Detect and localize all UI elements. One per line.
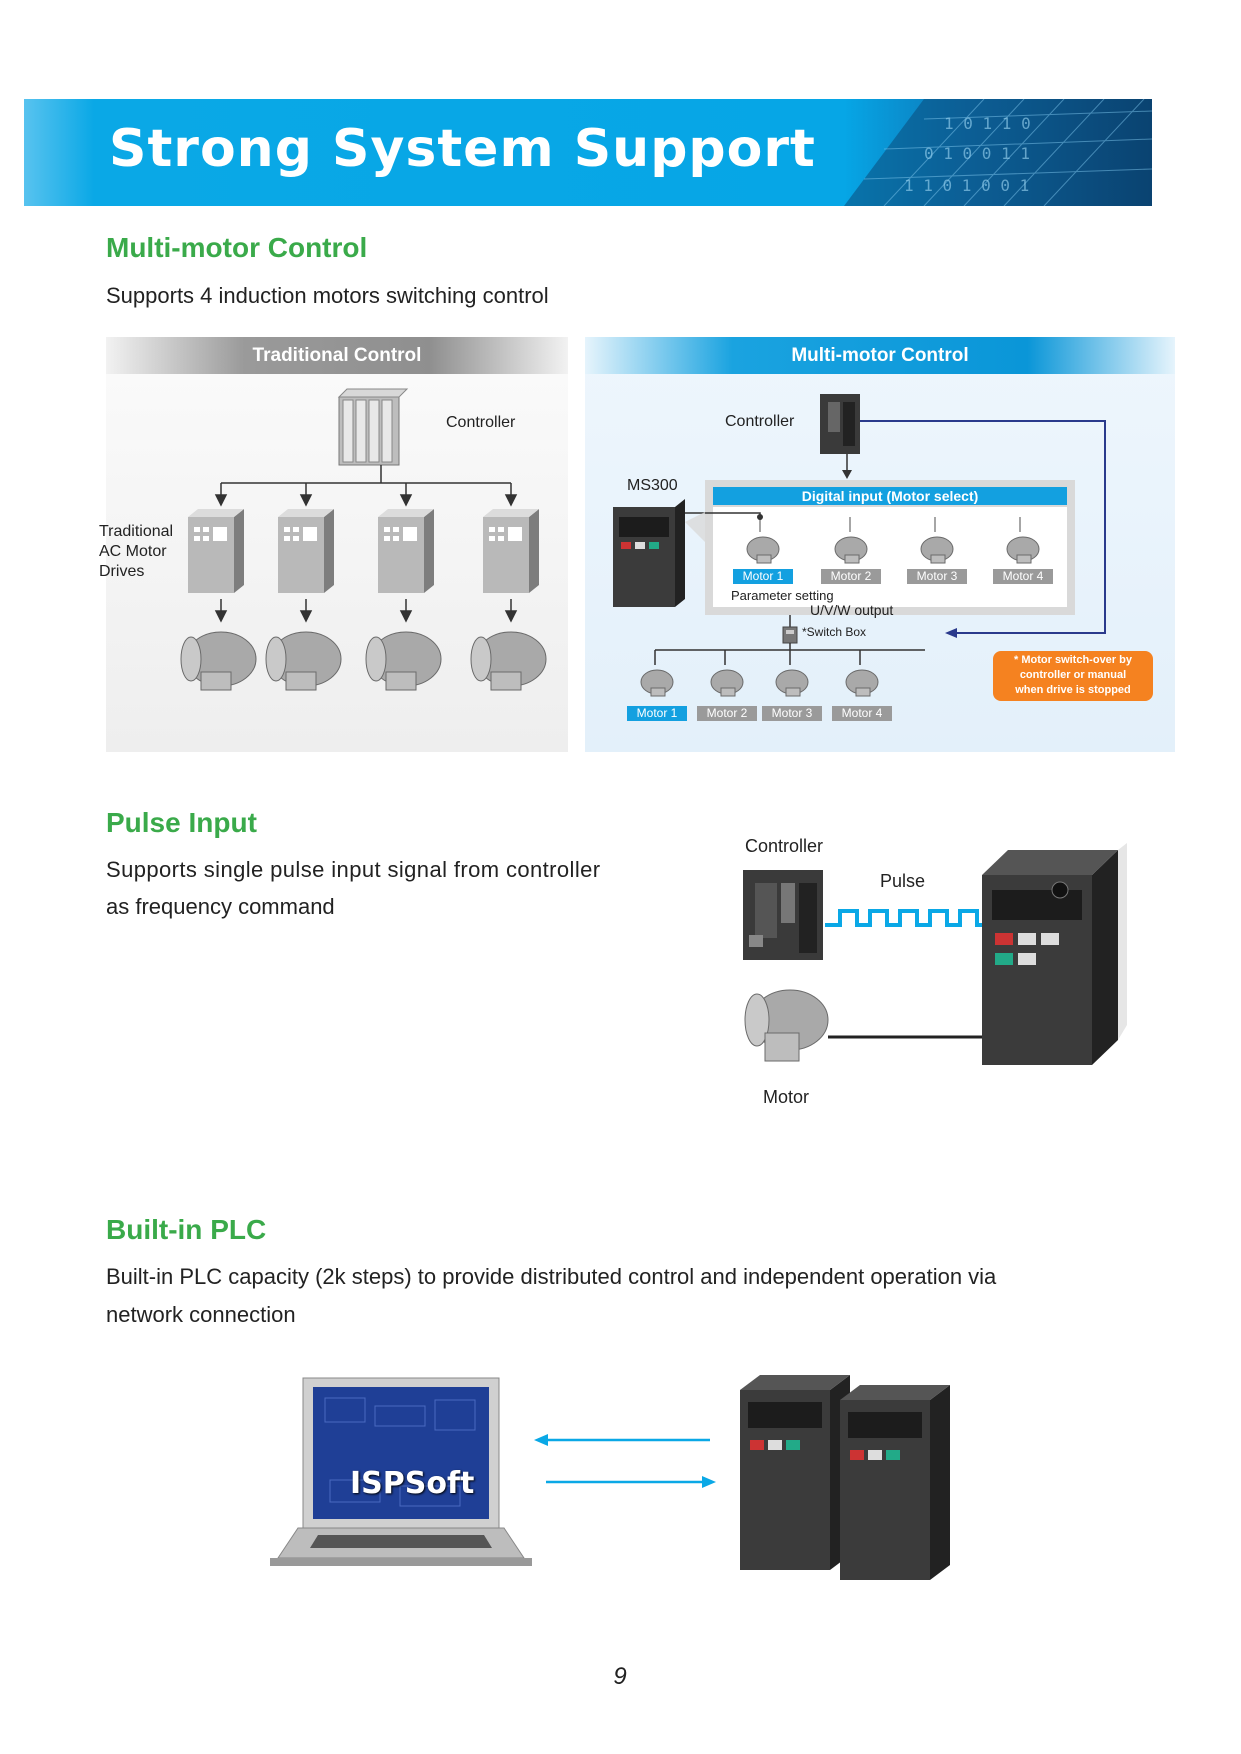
motor-icon	[746, 536, 780, 564]
motor-icon	[920, 536, 954, 564]
pulse-input-heading: Pulse Input	[106, 807, 257, 838]
inner-motor-4-tag: Motor 4	[993, 569, 1053, 584]
builtin-plc-description-2: network connection	[106, 1302, 296, 1327]
arrow-left-icon	[534, 1434, 548, 1446]
pulse-waveform	[825, 909, 990, 927]
builtin-plc-diagram	[270, 1375, 950, 1580]
ms300-drive-icon	[840, 1385, 950, 1580]
builtin-plc-description-1: Built-in PLC capacity (2k steps) to prov…	[106, 1264, 997, 1289]
motor-icon	[710, 669, 744, 697]
multi-motor-control-panel: Multi-motor Control	[585, 337, 1175, 752]
traditional-drives-label-2: AC Motor	[99, 543, 167, 560]
page-title: Strong System Support	[109, 119, 816, 179]
motor-icon	[845, 669, 879, 697]
inner-motor-2-tag: Motor 2	[821, 569, 881, 584]
ms300-drive-icon	[982, 843, 1127, 1065]
pulse-controller-label: Controller	[745, 836, 824, 856]
pulse-label: Pulse	[880, 871, 926, 891]
motor-icon	[744, 989, 829, 1062]
traditional-drives-label-1: Traditional	[99, 523, 174, 540]
plc-controller-icon	[820, 394, 860, 454]
inner-motor-3-tag: Motor 3	[907, 569, 967, 584]
ac-drive-icon	[278, 509, 334, 593]
multi-motor-diagram	[613, 394, 1106, 697]
motor-icon	[180, 631, 257, 691]
laptop-icon	[270, 1377, 532, 1566]
arrow-right-icon	[702, 1476, 716, 1488]
inner-motor-1-tag: Motor 1	[733, 569, 793, 584]
ac-drive-icon	[483, 509, 539, 593]
traditional-control-panel: Traditional Control	[106, 337, 568, 752]
motor-icon	[834, 536, 868, 564]
multi-motor-heading: Multi-motor Control	[106, 232, 368, 263]
ac-drive-icon	[378, 509, 434, 593]
ispsoft-logo-text: ISPSoft	[350, 1466, 475, 1501]
motor-icon	[775, 669, 809, 697]
motor-icon	[470, 631, 547, 691]
pulse-input-diagram	[743, 843, 1127, 1065]
page-number: 9	[613, 1663, 627, 1690]
traditional-drives-label-3: Drives	[99, 563, 145, 580]
ms300-drive-icon	[613, 499, 705, 607]
pulse-input-description-2: as frequency command	[106, 894, 335, 919]
multi-motor-control-title: Multi-motor Control	[585, 337, 1175, 374]
ms300-label: MS300	[627, 477, 678, 494]
motor-icon	[265, 631, 342, 691]
binary-pattern-decoration: 1 0 1 1 0 0 1 0 0 1 1 1 1 0 1 0 0 1	[844, 99, 1152, 206]
motor-icon	[640, 669, 674, 697]
outer-motor-2-tag: Motor 2	[697, 706, 757, 721]
motor-icon	[1006, 536, 1040, 564]
multi-motor-description: Supports 4 induction motors switching co…	[106, 283, 549, 308]
traditional-diagram	[180, 388, 547, 691]
motor-icon	[365, 631, 442, 691]
motor-label: Motor	[763, 1087, 810, 1107]
motor-switch-note: * Motor switch-over by controller or man…	[993, 651, 1153, 701]
svg-text:1 1 0 1 0 0 1: 1 1 0 1 0 0 1	[904, 176, 1029, 195]
pulse-input-description-1: Supports single pulse input signal from …	[106, 857, 601, 882]
ac-drive-icon	[188, 509, 244, 593]
outer-motor-4-tag: Motor 4	[832, 706, 892, 721]
svg-text:0 1 0 0 1 1: 0 1 0 0 1 1	[924, 144, 1030, 163]
parameter-setting-label: Parameter setting	[731, 588, 834, 603]
plc-controller-icon	[743, 870, 823, 960]
note-line-2: controller or manual	[1019, 669, 1127, 681]
outer-motor-3-tag: Motor 3	[762, 706, 822, 721]
digital-input-label: Digital input (Motor select)	[801, 488, 979, 504]
uvw-output-label: U/V/W output	[810, 602, 894, 618]
builtin-plc-heading: Built-in PLC	[106, 1214, 267, 1245]
controller-rack-icon	[337, 388, 409, 466]
switch-box-label: *Switch Box	[802, 625, 867, 639]
traditional-controller-label: Controller	[446, 414, 516, 431]
note-line-3: when drive is stopped	[1015, 684, 1131, 696]
traditional-control-title: Traditional Control	[106, 337, 568, 374]
svg-text:1 0 1 1 0: 1 0 1 1 0	[944, 114, 1031, 133]
switch-box-icon	[782, 626, 798, 644]
title-banner: 1 0 1 1 0 0 1 0 0 1 1 1 1 0 1 0 0 1 Strong…	[24, 99, 1152, 206]
arrow-left-icon	[945, 628, 957, 638]
multi-controller-label: Controller	[725, 413, 795, 430]
arrow-down-icon	[842, 470, 852, 479]
note-line-1: * Motor switch-over by	[1014, 654, 1132, 666]
outer-motor-1-tag: Motor 1	[627, 706, 687, 721]
ms300-drive-icon	[740, 1375, 850, 1570]
